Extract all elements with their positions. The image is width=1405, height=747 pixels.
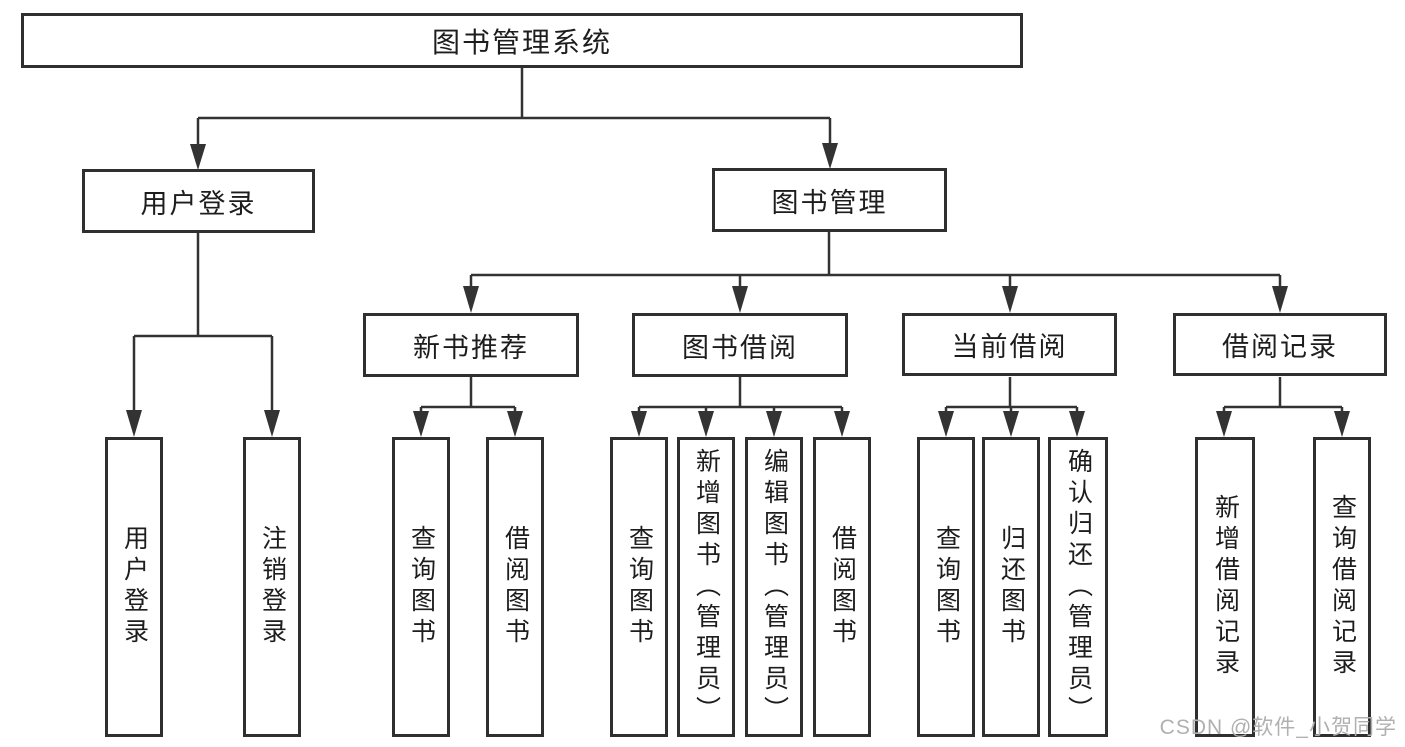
node-leaf-query-borrow-record: 查询借阅记录 bbox=[1313, 437, 1371, 737]
node-leaf-query-book-3: 查询图书 bbox=[917, 437, 975, 737]
node-new-book-recommend: 新书推荐 bbox=[363, 313, 579, 377]
node-leaf-add-book-admin: 新增图书（管理员） bbox=[677, 437, 735, 737]
node-leaf-logout: 注销登录 bbox=[243, 437, 301, 737]
node-leaf-return-book: 归还图书 bbox=[982, 437, 1040, 737]
node-leaf-edit-book-admin: 编辑图书（管理员） bbox=[745, 437, 803, 737]
node-user-login: 用户登录 bbox=[82, 169, 315, 233]
node-root: 图书管理系统 bbox=[21, 13, 1023, 68]
node-current-borrow: 当前借阅 bbox=[902, 313, 1117, 376]
node-leaf-query-book-2: 查询图书 bbox=[610, 437, 668, 737]
node-leaf-borrow-book-1: 借阅图书 bbox=[486, 437, 544, 737]
node-leaf-borrow-book-2: 借阅图书 bbox=[813, 437, 871, 737]
node-leaf-user-login: 用户登录 bbox=[105, 437, 163, 737]
node-leaf-confirm-return-admin: 确认归还（管理员） bbox=[1048, 437, 1108, 737]
node-book-borrow: 图书借阅 bbox=[632, 313, 848, 377]
node-borrow-records: 借阅记录 bbox=[1173, 313, 1387, 376]
node-leaf-query-book-1: 查询图书 bbox=[392, 437, 450, 737]
watermark: CSDN @软件_小贺同学 bbox=[1159, 716, 1397, 739]
node-leaf-add-borrow-record: 新增借阅记录 bbox=[1195, 437, 1255, 737]
node-book-management: 图书管理 bbox=[712, 168, 947, 232]
